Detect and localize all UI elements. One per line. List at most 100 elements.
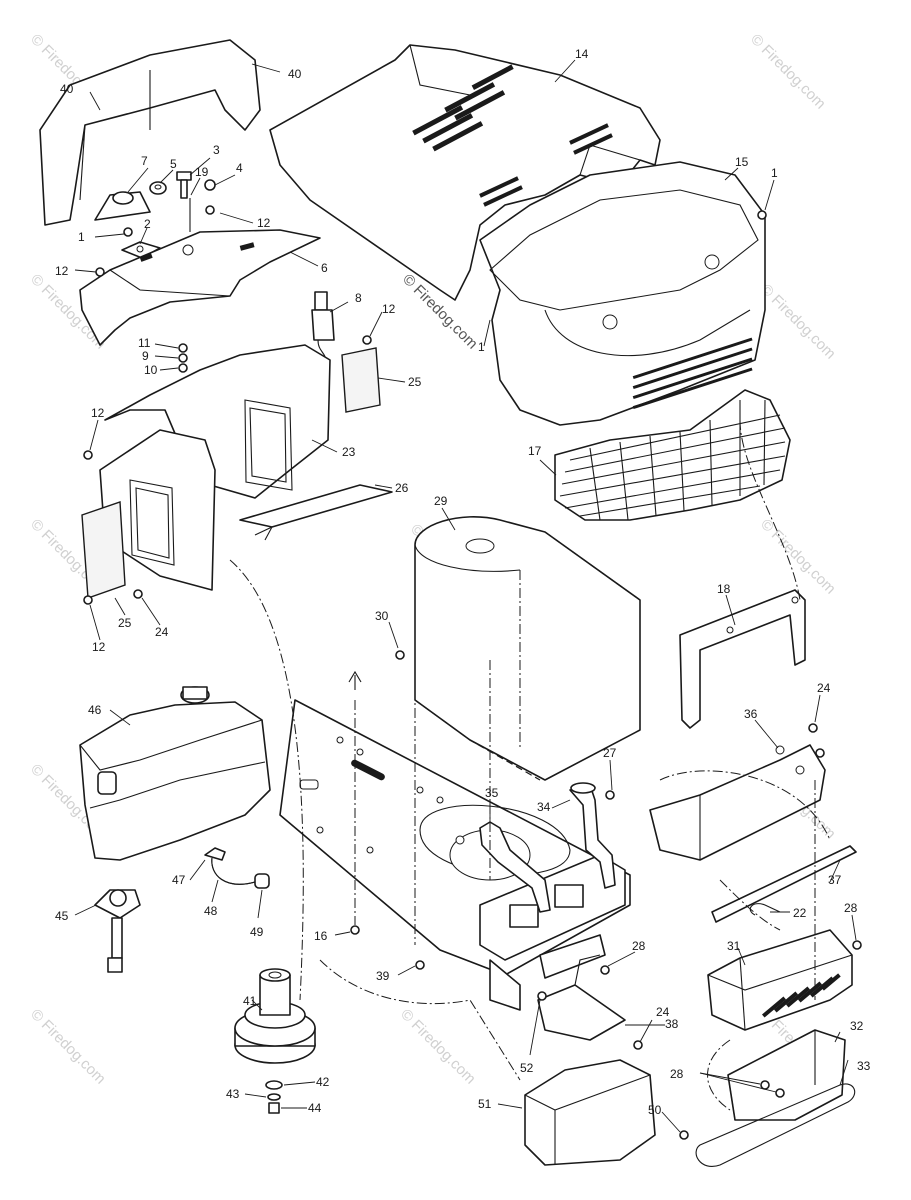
part-33-muffler-guard	[695, 1083, 856, 1167]
callout-52: 52	[520, 1061, 534, 1075]
callout-26: 26	[395, 481, 409, 495]
watermark-text: © Firedog.com	[27, 1006, 109, 1088]
part-42-washer	[265, 1080, 283, 1090]
watermark-text: © Firedog.com	[757, 281, 839, 363]
callout-1: 1	[478, 340, 485, 354]
callout-18: 18	[717, 582, 731, 596]
callout-15: 15	[735, 155, 749, 169]
part-14-hood	[269, 44, 661, 301]
callout-29: 29	[434, 494, 448, 508]
part-17-bumper	[554, 389, 791, 521]
callout-37: 37	[828, 873, 842, 887]
callout-23: 23	[342, 445, 356, 459]
callout-4: 4	[236, 161, 243, 175]
callout-41: 41	[243, 994, 257, 1008]
callout-40: 40	[60, 82, 74, 96]
part-2-bracket	[121, 241, 161, 259]
callout-44: 44	[308, 1101, 322, 1115]
callout-39: 39	[376, 969, 390, 983]
callout-36: 36	[744, 707, 758, 721]
callout-3: 3	[213, 143, 220, 157]
callout-labels: 40 40 14 15 1 3 7 5 19 4 12 1 2 12 6 8 1…	[55, 47, 871, 1117]
part-40-rear-cover	[39, 39, 261, 226]
part-25-heat-shield	[341, 347, 381, 413]
callout-33: 33	[857, 1059, 871, 1073]
callout-50: 50	[648, 1103, 662, 1117]
callout-35: 35	[485, 786, 499, 800]
part-36-bracket	[649, 744, 826, 861]
part-22-clip	[749, 903, 781, 916]
callout-12: 12	[55, 264, 69, 278]
callout-5: 5	[170, 157, 177, 171]
part-26-crossbar	[239, 484, 393, 541]
part-43-washer	[267, 1093, 281, 1101]
callout-17: 17	[528, 444, 542, 458]
part-38-heat-shield	[537, 954, 626, 1041]
callout-51: 51	[478, 1097, 492, 1111]
callout-27: 27	[603, 746, 617, 760]
part-45-fuel-cap	[94, 889, 141, 973]
part-lower-left-panel	[81, 429, 216, 599]
bumper-mesh-pattern	[559, 399, 786, 521]
callout-49: 49	[250, 925, 264, 939]
callout-47: 47	[172, 873, 186, 887]
callout-24: 24	[656, 1005, 670, 1019]
part-46-fuel-tank	[79, 686, 271, 861]
callout-7: 7	[141, 154, 148, 168]
callout-34: 34	[537, 800, 551, 814]
part-37-rod	[711, 845, 857, 923]
callout-28: 28	[632, 939, 646, 953]
callout-8: 8	[355, 291, 362, 305]
callout-42: 42	[316, 1075, 330, 1089]
callout-25: 25	[118, 616, 132, 630]
part-15-grille-housing	[479, 161, 766, 426]
callout-46: 46	[88, 703, 102, 717]
watermark-text: © Firedog.com	[747, 31, 829, 113]
callout-22: 22	[793, 906, 807, 920]
part-34-exhaust-pipe	[569, 782, 616, 889]
callout-32: 32	[850, 1019, 864, 1033]
part-41-pulley	[234, 968, 316, 1064]
callout-30: 30	[375, 609, 389, 623]
part-48-fuel-hose	[204, 847, 270, 889]
part-35-exhaust-pipe	[479, 821, 551, 913]
callout-28: 28	[844, 901, 858, 915]
callout-31: 31	[727, 939, 741, 953]
callout-16: 16	[314, 929, 328, 943]
callout-45: 45	[55, 909, 69, 923]
assembly-guide-lines	[229, 419, 831, 1111]
callout-12: 12	[92, 640, 106, 654]
callout-12: 12	[257, 216, 271, 230]
callout-11: 11	[138, 336, 151, 350]
callout-43: 43	[226, 1087, 240, 1101]
part-8-switch	[311, 291, 335, 363]
callout-10: 10	[144, 363, 158, 377]
part-18-front-bracket	[679, 589, 806, 729]
part-4-clip	[204, 179, 216, 191]
part-6-dash-panel	[79, 229, 321, 346]
callout-40: 40	[288, 67, 302, 81]
bolt-hardware	[83, 205, 862, 1140]
callout-leaders	[74, 59, 857, 1133]
callout-9: 9	[142, 349, 149, 363]
callout-48: 48	[204, 904, 218, 918]
part-7-bushing	[94, 191, 151, 221]
callout-38: 38	[665, 1017, 679, 1031]
callout-28: 28	[670, 1067, 684, 1081]
callout-24: 24	[817, 681, 831, 695]
callout-2: 2	[144, 217, 151, 231]
part-32-bracket	[727, 1029, 846, 1121]
watermark-text: © Firedog.com	[757, 516, 839, 598]
callout-1: 1	[771, 166, 778, 180]
part-5-grommet	[149, 181, 167, 195]
callout-19: 19	[195, 165, 209, 179]
part-23-dash-support	[104, 344, 331, 499]
part-44-bolt	[268, 1102, 280, 1114]
callout-6: 6	[321, 261, 328, 275]
part-29-engine	[414, 516, 641, 781]
part-31-cover	[707, 929, 853, 1031]
callout-12: 12	[382, 302, 396, 316]
callout-12: 12	[91, 406, 105, 420]
